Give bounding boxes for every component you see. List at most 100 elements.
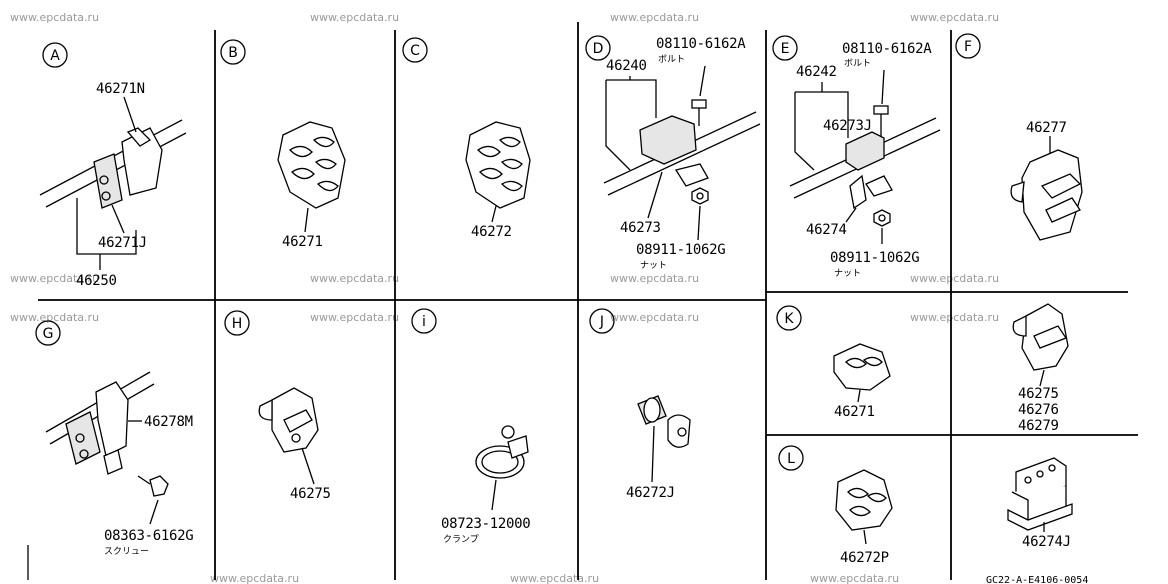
part-label[interactable]: 08363-6162G [104, 528, 194, 544]
panel-letter: i [422, 314, 426, 330]
panel-letter-circle [42, 42, 68, 68]
part-label[interactable]: 46271J [98, 235, 147, 251]
nut-shape [691, 187, 709, 205]
panel-letter-circle [411, 308, 437, 334]
panel-f: F 46277 [955, 33, 1083, 241]
bolt-head [691, 99, 707, 109]
part-label[interactable]: 08723-12000 [441, 516, 531, 532]
panel-letter: D [593, 41, 604, 57]
leader-line [491, 479, 497, 511]
panel-letter-circle [778, 445, 804, 471]
clip-slot [845, 357, 867, 369]
clip-pin [1010, 181, 1025, 203]
watermark: www.epcdata.ru [610, 11, 699, 24]
clip-tab [103, 449, 123, 475]
panel-k: K 46271 [776, 305, 891, 420]
part-label[interactable]: 46271N [96, 81, 145, 97]
part-label[interactable]: 46274 [806, 222, 847, 238]
clip-hole [291, 433, 301, 443]
part-label[interactable]: 46250 [76, 273, 117, 289]
panel-letter: G [43, 326, 54, 342]
clip-hole [677, 427, 687, 437]
panel-letter-circle [402, 37, 428, 63]
part-label[interactable]: 46273 [620, 220, 661, 236]
part-label[interactable]: 46240 [606, 58, 647, 74]
clip-arm [1045, 197, 1081, 223]
clip-slot [476, 145, 501, 158]
bracket-line [794, 92, 815, 171]
panel-letter-circle [224, 310, 250, 336]
clip-slot [500, 158, 523, 170]
bracket-line [606, 79, 657, 118]
part-label[interactable]: 46271 [834, 404, 875, 420]
part-label[interactable]: 46275 [290, 486, 331, 502]
watermark: www.epcdata.ru [610, 311, 699, 324]
panel-letter-circle [955, 33, 981, 59]
panel-letter: K [784, 311, 794, 327]
bracket-line [76, 198, 137, 255]
clip-arm [1033, 325, 1067, 349]
part-label[interactable]: 46277 [1026, 120, 1067, 136]
part-note: クランプ [443, 534, 479, 545]
panel-c: C 46272 [402, 37, 531, 240]
bracket-line [605, 80, 631, 171]
part-label[interactable]: 46272P [840, 550, 889, 566]
part-label[interactable]: 08911-1062G [830, 250, 920, 266]
part-label[interactable]: 46275 [1018, 386, 1059, 402]
part-note: ボルト [844, 58, 871, 69]
panel-letter: J [599, 314, 604, 330]
part-label[interactable]: 08110-6162A [842, 41, 933, 57]
watermark: www.epcdata.ru [810, 572, 899, 584]
clip-slot [849, 505, 871, 517]
screw-head [149, 475, 169, 497]
leader-line [491, 205, 497, 223]
panel-letter: B [228, 45, 238, 61]
panel-grid [27, 22, 1138, 580]
bracket-46274-shape [849, 174, 867, 210]
clip-hole [75, 433, 85, 443]
part-label[interactable]: 08110-6162A [656, 36, 747, 52]
clip-block [65, 411, 101, 465]
clip-slot [316, 180, 339, 192]
part-note: ナット [834, 268, 861, 279]
part-label[interactable]: 46274J [1022, 534, 1071, 550]
leader-line [863, 529, 867, 545]
screw-shank [137, 475, 151, 485]
panel-l: L 46272P [778, 445, 893, 566]
panel-a: A 46271N 46271J 46250 [39, 42, 187, 289]
clip-slot [312, 136, 335, 148]
panel-letter: E [781, 41, 790, 57]
part-label[interactable]: 46278M [144, 414, 193, 430]
leader-line [301, 447, 315, 485]
part-label[interactable]: 46276 [1018, 402, 1059, 418]
watermark: www.epcdata.ru [910, 311, 999, 324]
watermark: www.epcdata.ru [310, 272, 399, 285]
leader-line [845, 207, 857, 223]
nut-shape [873, 209, 891, 227]
panel-letter-circle [220, 39, 246, 65]
block-hole [1036, 470, 1044, 478]
nut-hole [696, 192, 704, 200]
part-note: ナット [640, 260, 667, 271]
part-label[interactable]: 46272 [471, 224, 512, 240]
watermark: www.epcdata.ru [310, 11, 399, 24]
pipe-line [607, 123, 761, 196]
leader-line [651, 425, 655, 483]
part-label[interactable]: 46273J [823, 118, 872, 134]
bracket-plate [674, 163, 709, 187]
leader-line [857, 389, 861, 403]
clip-pin [1012, 314, 1027, 337]
nut-hole [878, 214, 886, 222]
part-label[interactable]: 46271 [282, 234, 323, 250]
part-label[interactable]: 46242 [796, 64, 837, 80]
block-hole [1024, 476, 1032, 484]
watermark: www.epcdata.ru [610, 272, 699, 285]
part-label[interactable]: 08911-1062G [636, 242, 726, 258]
part-label[interactable]: 46272J [626, 485, 675, 501]
clamp-block-shape [845, 131, 885, 171]
panel-d: D 08110-6162A ボルト 46240 46273 08911-1062… [585, 35, 761, 271]
part-label[interactable]: 46279 [1018, 418, 1059, 434]
clip-arm [1040, 173, 1082, 199]
panel-g: G 46278M 08363-6162G スクリュー [35, 320, 194, 557]
